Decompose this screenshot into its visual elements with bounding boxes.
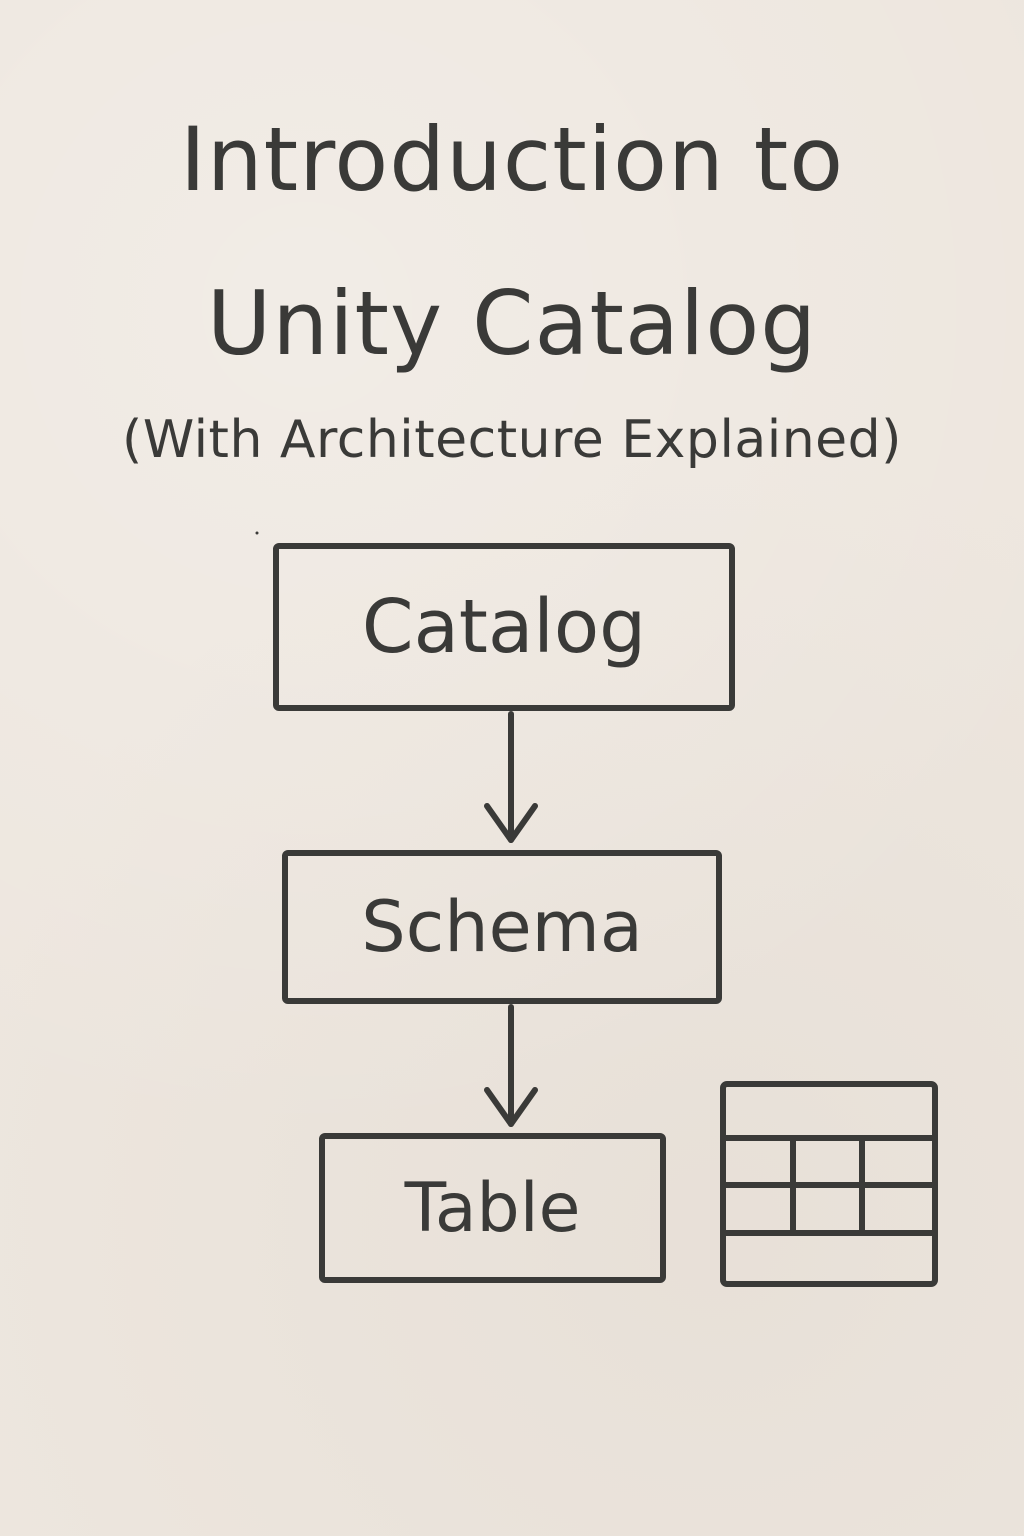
- edge-schema-to-table-arrowhead: [484, 1087, 538, 1127]
- table-grid-icon-frame: [720, 1081, 938, 1287]
- edge-schema-to-table: [484, 1004, 538, 1127]
- page-title-line-1: Introduction to: [179, 108, 845, 211]
- speck-dot: [255, 531, 259, 535]
- edge-catalog-to-schema-arrowhead: [484, 803, 538, 843]
- edge-catalog-to-schema: [484, 711, 538, 843]
- schema-node: Schema: [282, 850, 722, 1004]
- page-subtitle: (With Architecture Explained): [122, 410, 902, 470]
- table-grid-icon: [720, 1081, 938, 1287]
- table-node: Table: [319, 1133, 666, 1283]
- page-title-line-2: Unity Catalog: [206, 272, 818, 375]
- schema-node-label: Schema: [361, 886, 643, 968]
- catalog-node: Catalog: [273, 543, 735, 711]
- catalog-node-label: Catalog: [361, 584, 647, 670]
- table-node-label: Table: [404, 1168, 581, 1248]
